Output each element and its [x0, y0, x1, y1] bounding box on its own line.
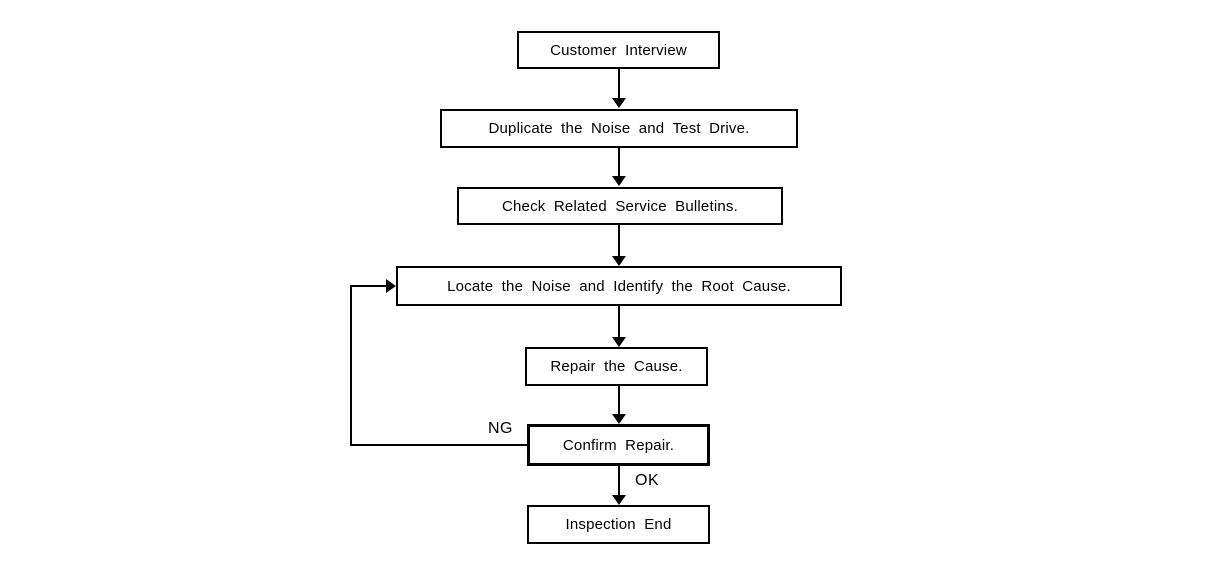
arrowhead-down-5-icon — [612, 414, 626, 424]
arrowhead-down-1-icon — [612, 98, 626, 108]
connector-line-6 — [618, 466, 620, 495]
flow-node-duplicate-noise-test-drive: Duplicate the Noise and Test Drive. — [440, 109, 798, 148]
connector-line-1 — [618, 69, 620, 98]
arrowhead-down-2-icon — [612, 176, 626, 186]
connector-line-4 — [618, 306, 620, 337]
edge-label-ng: NG — [488, 420, 513, 437]
flow-node-inspection-end: Inspection End — [527, 505, 710, 544]
flow-node-confirm-repair: Confirm Repair. — [527, 424, 710, 466]
connector-line-3 — [618, 225, 620, 256]
arrowhead-down-3-icon — [612, 256, 626, 266]
connector-line-2 — [618, 148, 620, 176]
flow-node-locate-noise-root-cause: Locate the Noise and Identify the Root C… — [396, 266, 842, 306]
arrowhead-down-4-icon — [612, 337, 626, 347]
feedback-line-bottom — [350, 444, 527, 446]
arrowhead-right-feedback-icon — [386, 279, 396, 293]
feedback-line-top — [350, 285, 386, 287]
edge-label-ok: OK — [635, 472, 660, 489]
connector-line-5 — [618, 386, 620, 414]
flow-node-check-service-bulletins: Check Related Service Bulletins. — [457, 187, 783, 225]
flow-node-customer-interview: Customer Interview — [517, 31, 720, 69]
arrowhead-down-6-icon — [612, 495, 626, 505]
feedback-line-vertical — [350, 285, 352, 446]
flow-node-repair-cause: Repair the Cause. — [525, 347, 708, 386]
